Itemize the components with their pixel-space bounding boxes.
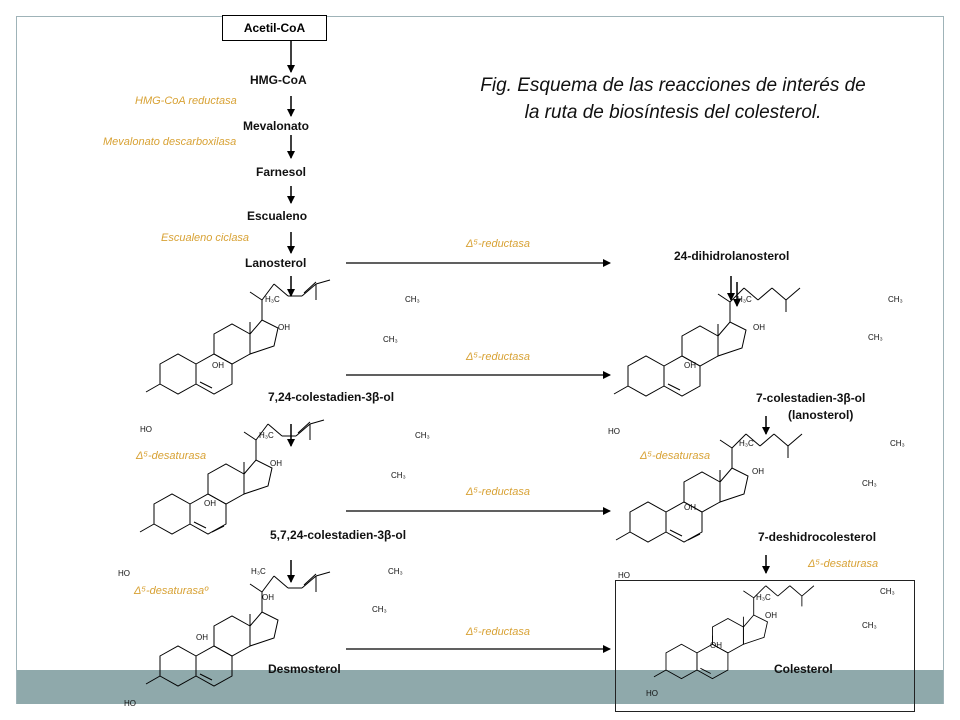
atom-oh: OH [262,593,274,602]
enzyme-mevalonato-descarboxilasa: Mevalonato descarboxilasa [103,136,237,148]
figure-title: Fig. Esquema de las reacciones de interé… [480,75,866,123]
atom-ch3: CH₃ [880,587,895,596]
atom-oh: OH [752,467,764,476]
compound-hmg-coa: HMG-CoA [250,73,307,87]
atom-oh: OH [684,361,696,370]
compound-7-24-colestadien: 7,24-colestadien-3β-ol [268,390,395,404]
enzyme-reductasa-4: Δ⁵-reductasa [466,626,530,638]
atom-oh: OH [765,611,777,620]
enzyme-reductasa-2: Δ⁵-reductasa [466,351,530,363]
compound-farnesol: Farnesol [256,165,307,179]
compound-acetil-coa: Acetil-CoA [222,15,327,41]
atom-oh: OH [278,323,290,332]
enzyme-desaturasa-right: Δ⁵-desaturasa [640,450,711,462]
atom-oh: OH [204,499,216,508]
atom-ch3: CH₃ [890,439,905,448]
enzyme-hmg-coa-reductasa: HMG-CoA reductasa [135,95,237,107]
atom-h3c: H₃C [265,295,280,304]
atom-ch3: CH₃ [415,431,430,440]
enzyme-escualeno-ciclasa: Escualeno ciclasa [161,232,250,244]
compound-7-deshidrocolesterol: 7-deshidrocolesterol [758,530,877,544]
compound-mevalonato: Mevalonato [243,119,310,133]
atom-ch3: CH₃ [405,295,420,304]
bottom-band [17,670,943,704]
atom-ch3: CH₃ [383,335,398,344]
atom-oh: OH [212,361,224,370]
compound-escualeno: Escualeno [247,209,308,223]
structure-5-7-24-colestadien [139,419,325,535]
atom-ho: HO [124,699,136,708]
atom-oh: OH [710,641,722,650]
compound-5-7-24-colestadien: 5,7,24-colestadien-3β-ol [270,528,407,542]
compound-lanosterol: Lanosterol [245,256,307,270]
enzyme-reductasa-3: Δ⁵-reductasa [466,486,530,498]
structure-24-dihidrolanosterol [613,287,801,397]
enzyme-desaturasa-colesterol: Δ⁵-desaturasa [808,558,879,570]
compound-24-dihidrolanosterol: 24-dihidrolanosterol [674,249,790,263]
atom-ho: HO [608,427,620,436]
atom-ho: HO [646,689,658,698]
structure-7-deshidrocolesterol [615,433,803,543]
atom-ho: HO [140,425,152,434]
atom-h3c: H₃C [737,295,752,304]
structure-desmosterol [145,571,331,687]
atom-oh: OH [753,323,765,332]
atom-ho: HO [618,571,630,580]
atom-ch3: CH₃ [372,605,387,614]
enzyme-desaturasa-left: Δ⁵-desaturasa [136,450,207,462]
atom-h3c: H₃C [259,431,274,440]
atom-ho: HO [118,569,130,578]
atom-ch3: CH₃ [862,621,877,630]
atom-ch3: CH₃ [868,333,883,342]
structure-7-24-colestadien [145,279,331,395]
compound-7-colestadien-note: (lanosterol) [788,408,854,422]
atom-oh: OH [196,633,208,642]
atom-ch3: CH₃ [888,295,903,304]
atom-h3c: H₃C [739,439,754,448]
enzyme-reductasa-1: Δ⁵-reductasa [466,238,530,250]
colesterol-highlight-box [615,580,915,712]
atom-h3c: H₃C [251,567,266,576]
atom-oh: OH [684,503,696,512]
atom-ch3: CH₃ [862,479,877,488]
structure-colesterol [653,585,815,680]
atom-oh: OH [270,459,282,468]
enzyme-desaturasa-o: Δ⁵-desaturasaº [134,585,209,597]
atom-ch3: CH₃ [391,471,406,480]
compound-desmosterol: Desmosterol [268,662,341,676]
compound-colesterol: Colesterol [774,662,833,676]
atom-ch3: CH₃ [388,567,403,576]
compound-7-colestadien: 7-colestadien-3β-ol [756,391,866,405]
atom-h3c: H₃C [756,593,771,602]
